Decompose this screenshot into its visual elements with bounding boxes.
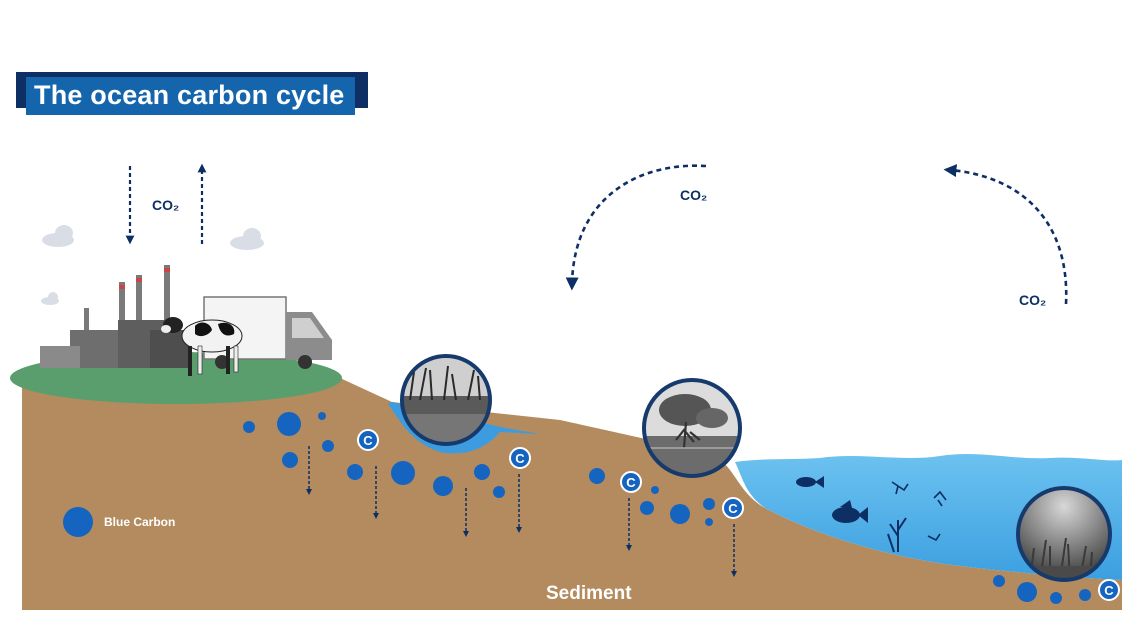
fish-icon: [796, 476, 824, 488]
co2-label-land: CO₂: [152, 197, 180, 213]
co2-curved-arrow-left: [565, 164, 707, 291]
cloud-icon: [230, 228, 264, 250]
fish-icon: [832, 500, 868, 523]
shrimp-icon: [927, 533, 941, 542]
svg-text:C: C: [363, 433, 373, 448]
legend-blue-carbon-dot: [63, 507, 93, 537]
cow-icon: [161, 317, 243, 376]
svg-text:C: C: [1104, 583, 1114, 598]
sediment-arrows: [306, 446, 737, 577]
co2-label-right: CO₂: [1019, 292, 1047, 308]
carbon-marker: C: [1098, 579, 1120, 601]
shrimp-icon: [933, 490, 947, 507]
carbon-marker: C: [722, 497, 744, 519]
svg-text:C: C: [626, 475, 636, 490]
title-banner: The ocean carbon cycle: [16, 72, 368, 115]
underwater-seagrass-photo: [1016, 486, 1112, 582]
svg-text:C: C: [515, 451, 525, 466]
seagrass-photo: [400, 354, 492, 446]
page-title: The ocean carbon cycle: [26, 77, 355, 115]
factory-icon: [40, 265, 190, 368]
blue-carbon-dots: [243, 412, 1091, 604]
shrimp-icon: [891, 481, 909, 495]
carbon-marker: C: [357, 429, 379, 451]
svg-text:C: C: [728, 501, 738, 516]
cloud-icon: [42, 225, 74, 247]
co2-label-mid: CO₂: [680, 187, 708, 203]
carbon-marker: C: [509, 447, 531, 469]
co2-curved-arrow-right: [943, 164, 1068, 305]
sediment-layer: [22, 376, 1122, 610]
sediment-label: Sediment: [546, 583, 632, 604]
legend-label: Blue Carbon: [104, 515, 176, 529]
cloud-icon: [41, 292, 59, 305]
carbon-marker: C: [620, 471, 642, 493]
mangrove-photo: [642, 378, 742, 478]
coral-icon: [887, 517, 907, 553]
